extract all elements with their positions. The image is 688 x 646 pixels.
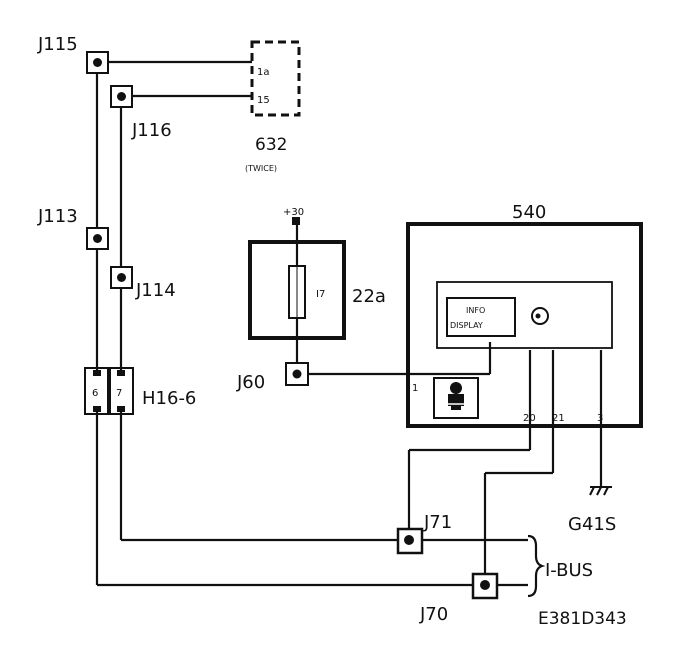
component-632-sublabel: (TWICE) (245, 164, 277, 173)
ibus-brace-icon (527, 534, 546, 598)
component-540-pin21: 21 (552, 413, 565, 424)
info-display-box (446, 297, 516, 337)
junction-j113: J113 (37, 206, 109, 250)
junction-j70: J70 (419, 572, 499, 625)
fuse-rating: I7 (316, 289, 325, 300)
junction-j114: J114 (110, 266, 176, 301)
ibus-brace: I-BUS (527, 534, 593, 598)
component-540-box (406, 222, 643, 428)
lamp-icon (444, 382, 468, 410)
connector-h16: 6 7 H16-6 (84, 367, 196, 415)
ground-label: G41S (568, 514, 616, 535)
supply-terminal (292, 217, 300, 225)
junction-j115-label: J115 (37, 34, 78, 55)
wires (95, 60, 603, 587)
fuse-22a: +30 I7 22a (248, 207, 386, 340)
junction-j70-label: J70 (419, 604, 448, 625)
junction-j116-label: J116 (131, 120, 172, 141)
junction-j71: J71 (396, 512, 452, 555)
diagram-id: E381D343 (538, 609, 627, 629)
inner-panel (436, 281, 613, 349)
connector-h16-pin-6: 6 (92, 388, 98, 399)
component-632-pin-1a: 1a (257, 67, 270, 78)
info-display-line2: DISPLAY (450, 321, 483, 330)
junction-j116: J116 (110, 85, 172, 141)
knob-icon-center (535, 313, 541, 319)
connector-h16-label: H16-6 (142, 388, 196, 409)
component-632-pin-15: 15 (257, 95, 270, 106)
component-632: 1a 15 632 (TWICE) (245, 40, 301, 173)
junction-j60-label: J60 (236, 372, 265, 393)
junction-j114-label: J114 (135, 280, 176, 301)
component-540-pin1: 1 (412, 383, 418, 394)
component-540-pin20: 20 (523, 413, 536, 424)
ground-g41s: G41S (568, 486, 616, 535)
component-632-label: 632 (255, 135, 287, 155)
bus-label: I-BUS (545, 560, 593, 581)
component-632-box (250, 40, 301, 117)
supply-label: +30 (283, 207, 304, 218)
lamp-module (433, 377, 479, 419)
junction-j113-label: J113 (37, 206, 78, 227)
junction-j60: J60 (236, 362, 309, 393)
component-540-label: 540 (512, 202, 546, 223)
junction-j71-label: J71 (423, 512, 452, 533)
fuse-box (248, 240, 346, 340)
fuse-label: 22a (352, 286, 386, 307)
knob-icon (531, 307, 549, 325)
component-540: 540 INFO DISPLAY 1 20 21 3 (406, 202, 643, 428)
info-display-line1: INFO (466, 306, 485, 315)
junction-j115: J115 (37, 34, 109, 74)
connector-h16-pin-7: 7 (116, 388, 122, 399)
component-540-pin3: 3 (597, 413, 603, 424)
